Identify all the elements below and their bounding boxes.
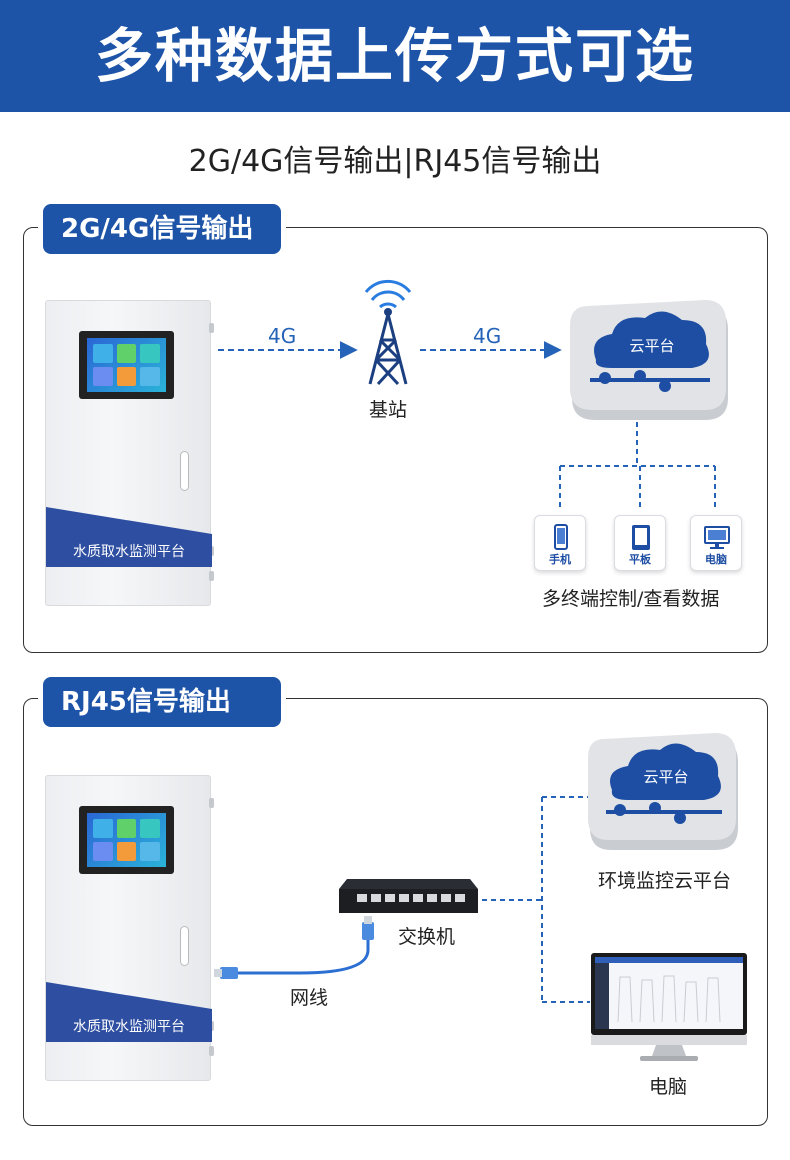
cloud-label: 云平台 [629, 337, 674, 355]
network-connectors [482, 796, 590, 1003]
cable-label: 网线 [290, 987, 329, 1009]
cloud-platform-icon [570, 300, 728, 420]
devices-caption: 多终端控制/查看数据 [542, 588, 720, 610]
link-label-4g-2: 4G [473, 324, 502, 348]
touch-screen [79, 331, 174, 399]
monitoring-cabinet: 水质取水监测平台 [45, 775, 214, 1081]
link-label-4g-1: 4G [268, 324, 297, 348]
hinge [209, 323, 214, 333]
cabinet-label: 水质取水监测平台 [73, 1019, 185, 1035]
hinge [209, 798, 214, 808]
hinge [209, 1046, 214, 1056]
cell-tower-icon [364, 279, 412, 386]
header-banner: 多种数据上传方式可选 [0, 0, 790, 112]
computer-monitor-icon [591, 953, 747, 1061]
device-phone: 手机 [534, 515, 586, 571]
ethernet-cable-icon [214, 916, 374, 979]
phone-icon [554, 524, 568, 550]
door-handle [180, 926, 189, 966]
network-switch-icon [339, 879, 478, 913]
switch-label: 交换机 [398, 926, 456, 948]
page-title: 多种数据上传方式可选 [94, 22, 695, 90]
cloud-platform-icon [588, 733, 738, 850]
desktop-icon [704, 526, 730, 549]
section-tag-rj45: RJ45信号输出 [43, 677, 281, 727]
touch-screen [79, 806, 174, 874]
cloud-caption: 环境监控云平台 [598, 870, 732, 892]
cabinet-label: 水质取水监测平台 [73, 544, 185, 560]
door-handle [180, 451, 189, 491]
page-subtitle: 2G/4G信号输出|RJ45信号输出 [188, 144, 602, 179]
device-tablet: 平板 [614, 515, 666, 571]
device-desktop: 电脑 [690, 515, 742, 571]
monitor-caption: 电脑 [649, 1076, 688, 1098]
monitoring-cabinet: 水质取水监测平台 [45, 300, 214, 606]
device-connectors [559, 422, 716, 508]
tablet-icon [632, 525, 650, 550]
section-tag-4g: 2G/4G信号输出 [43, 204, 281, 254]
tower-label: 基站 [369, 399, 408, 421]
hinge [209, 571, 214, 581]
cloud-label: 云平台 [643, 768, 688, 786]
